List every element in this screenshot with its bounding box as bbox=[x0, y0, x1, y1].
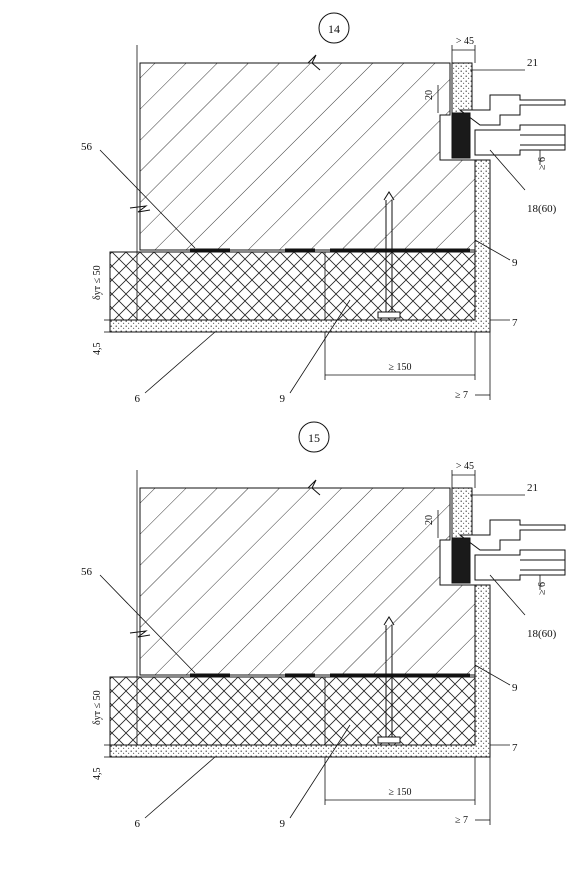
label-slab-ins: 9 bbox=[512, 257, 518, 269]
label-window: 21 bbox=[527, 57, 538, 69]
label-gap: ≥ 6 bbox=[537, 582, 548, 595]
detail-15: 15 bbox=[81, 421, 566, 830]
insulation-anchor bbox=[377, 616, 401, 744]
break-mark-top bbox=[307, 479, 321, 496]
concrete-slab bbox=[139, 62, 476, 251]
label-slab-ins: 9 bbox=[512, 682, 518, 694]
label-anchor-len: ≥ 150 bbox=[389, 787, 412, 798]
sealant-bead bbox=[451, 537, 471, 584]
window-frame bbox=[451, 62, 566, 156]
detail-14: 14 bbox=[81, 12, 566, 405]
concrete-slab bbox=[139, 487, 476, 676]
label-render-thk: ≥ 7 bbox=[455, 390, 468, 401]
label-base: 6 bbox=[135, 818, 141, 830]
leader-lines bbox=[99, 69, 526, 394]
label-dim-side: 20 bbox=[424, 515, 435, 525]
label-render: 7 bbox=[512, 317, 518, 329]
detail-number-badge bbox=[298, 421, 330, 453]
break-mark-left bbox=[129, 205, 151, 213]
label-gap: ≥ 6 bbox=[537, 157, 548, 170]
label-sealant: 18(60) bbox=[527, 203, 557, 215]
break-mark-top bbox=[307, 54, 321, 71]
label-dim-side: 20 bbox=[424, 90, 435, 100]
dimension-lines bbox=[104, 470, 541, 825]
label-sealant: 18(60) bbox=[527, 628, 557, 640]
detail-number: 15 bbox=[308, 431, 320, 445]
label-dim-top: > 45 bbox=[456, 36, 474, 47]
label-adhesive: 56 bbox=[81, 141, 93, 153]
break-mark-left bbox=[129, 630, 151, 638]
leader-lines bbox=[99, 494, 526, 819]
label-fill: 9 bbox=[280, 818, 286, 830]
window-frame bbox=[451, 487, 566, 581]
label-plaster-thk: 4,5 bbox=[92, 343, 103, 356]
insulation-block bbox=[109, 251, 476, 321]
label-render: 7 bbox=[512, 742, 518, 754]
label-anchor-len: ≥ 150 bbox=[389, 362, 412, 373]
detail-number: 14 bbox=[328, 22, 340, 36]
dimension-lines bbox=[104, 45, 541, 400]
label-ins-thk: δут ≤ 50 bbox=[92, 265, 103, 300]
label-dim-top: > 45 bbox=[456, 461, 474, 472]
insulation-block bbox=[109, 676, 476, 746]
label-plaster-thk: 4,5 bbox=[92, 768, 103, 781]
label-ins-thk: δут ≤ 50 bbox=[92, 690, 103, 725]
insulation-anchor bbox=[377, 191, 401, 319]
detail-number-badge bbox=[318, 12, 350, 44]
sealant-bead bbox=[451, 112, 471, 159]
label-render-thk: ≥ 7 bbox=[455, 815, 468, 826]
label-adhesive: 56 bbox=[81, 566, 93, 578]
label-window: 21 bbox=[527, 482, 538, 494]
label-fill: 9 bbox=[280, 393, 286, 405]
label-base: 6 bbox=[135, 393, 141, 405]
